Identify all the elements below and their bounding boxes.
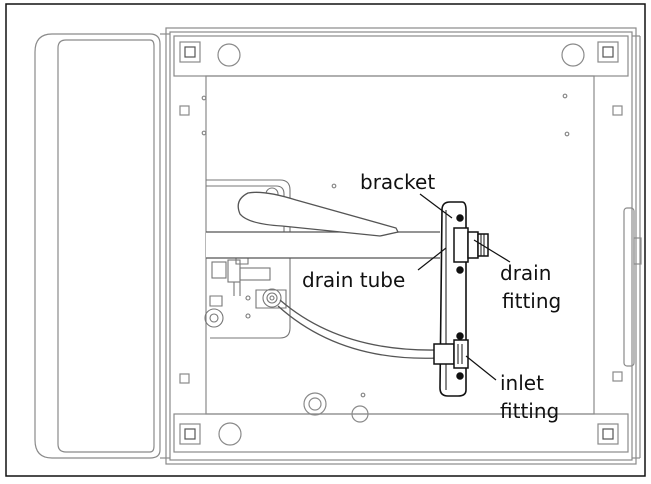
- label-drain-fitting-line2: fitting: [502, 289, 561, 313]
- label-drain-fitting-line1: drain: [500, 261, 551, 285]
- leader-lines: [417, 193, 511, 381]
- inlet-hose: [277, 299, 439, 359]
- label-bracket: bracket: [360, 170, 435, 194]
- right-handle: [623, 207, 642, 367]
- label-inlet-fitting-line1: inlet: [500, 371, 544, 395]
- label-drain-tube: drain tube: [302, 268, 405, 292]
- pump-assembly: [204, 179, 291, 339]
- bosses: [303, 392, 369, 423]
- drain-tube: [206, 191, 440, 259]
- inlet-fitting-shape: [433, 332, 469, 380]
- left-panel: [34, 33, 170, 459]
- label-inlet-fitting-line2: fitting: [500, 399, 559, 423]
- cabinet: [165, 27, 641, 465]
